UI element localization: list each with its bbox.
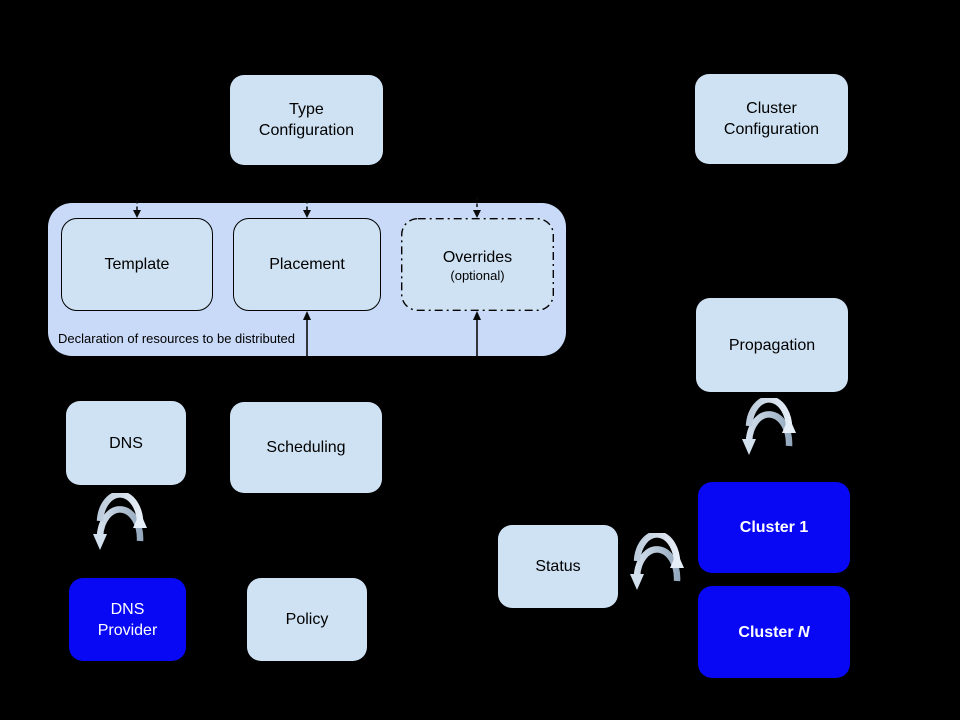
node-overrides: Overrides (optional)	[401, 218, 554, 311]
node-propagation-label: Propagation	[728, 336, 816, 354]
node-policy-label: Policy	[285, 611, 329, 628]
node-policy: Policy	[247, 578, 367, 661]
node-type-configuration-label: Type Configuration	[258, 101, 355, 139]
node-placement-label: Placement	[269, 256, 345, 273]
node-type-configuration: Type Configuration	[230, 75, 383, 165]
node-scheduling-label: Scheduling	[266, 439, 346, 456]
declaration-caption: Declaration of resources to be distribut…	[58, 331, 296, 346]
node-propagation: Propagation	[696, 298, 848, 392]
node-placement: Placement	[233, 218, 381, 311]
node-overrides-sublabel: (optional)	[450, 267, 505, 283]
node-overrides-label: Overrides	[442, 248, 513, 266]
sync-cycle-icon-dns	[93, 493, 147, 569]
node-cluster-configuration: Cluster Configuration	[695, 74, 848, 164]
node-cluster-1: Cluster 1	[698, 482, 850, 573]
node-dns-label: DNS	[109, 434, 143, 452]
node-cluster-n-prefix: Cluster	[738, 623, 794, 641]
node-dns-provider-label: DNS Provider	[97, 600, 158, 639]
node-dns-provider: DNS Provider	[69, 578, 186, 661]
node-template: Template	[61, 218, 213, 311]
node-scheduling: Scheduling	[230, 402, 382, 493]
node-template-label: Template	[104, 256, 170, 273]
sync-cycle-icon-propagation	[742, 398, 796, 474]
node-dns: DNS	[66, 401, 186, 485]
node-status-label: Status	[535, 558, 581, 575]
node-status: Status	[498, 525, 618, 608]
node-cluster-n-suffix: N	[798, 623, 810, 641]
sync-cycle-icon-status	[630, 533, 684, 609]
node-cluster-1-label: Cluster 1	[739, 519, 809, 536]
node-cluster-configuration-label: Cluster Configuration	[723, 100, 820, 138]
